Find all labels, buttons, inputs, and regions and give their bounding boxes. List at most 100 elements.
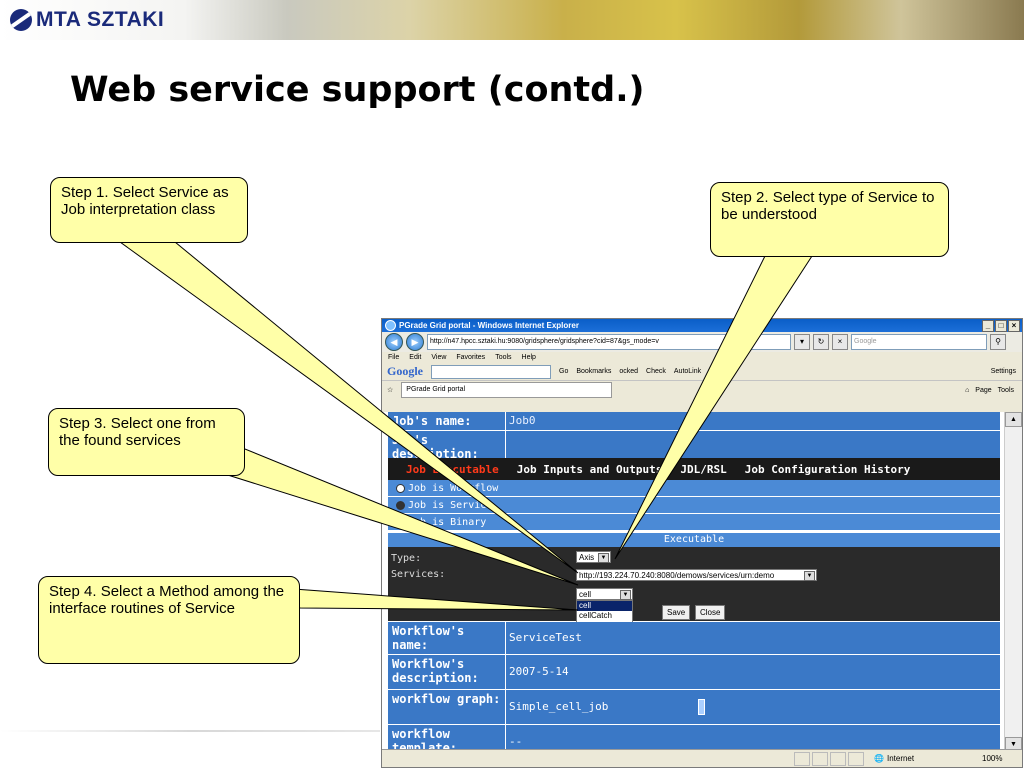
method-option[interactable]: cell [577,601,632,611]
method-select-value: cell [579,590,592,599]
ie-icon [385,320,396,331]
workflow-table: Workflow's name: ServiceTest Workflow's … [388,622,1000,752]
spell-check-button[interactable]: Check [646,368,666,375]
tab-jdl-rsl[interactable]: JDL/RSL [680,462,727,476]
status-segment [812,751,828,766]
forward-button[interactable]: ▶ [406,333,424,351]
zoom-level[interactable]: 100% [982,754,1003,763]
workflow-graph-cell: Simple_cell_job [506,690,1000,724]
sztaki-logo-icon [10,9,32,31]
search-input[interactable]: Google [851,334,987,350]
type-label: Type: [391,553,422,564]
radio-label: Job is Service [408,499,493,511]
method-select[interactable]: cell ▼ [576,588,633,600]
save-button[interactable]: Save [662,605,691,620]
job-name-row: Job's name: Job0 [388,412,1000,431]
step2-callout: Step 2. Select type of Service to be und… [710,182,949,257]
close-button[interactable]: Close [695,605,726,620]
menu-view[interactable]: View [431,354,447,361]
workflow-row: Workflow's name: ServiceTest [388,622,1000,655]
page-content: Job's name: Job0 Job's description: Job … [382,412,1005,752]
popup-blocked-label[interactable]: ocked [619,368,639,375]
status-segment [830,751,846,766]
radio-button[interactable] [396,517,405,527]
radio-button[interactable] [396,500,405,510]
scroll-up-icon[interactable]: ▲ [1005,412,1022,427]
step2-text: Step 2. Select type of Service to be und… [721,189,935,223]
menu-file[interactable]: File [388,354,400,361]
method-option[interactable]: cellCatch [579,611,612,620]
services-label: Services: [391,569,446,580]
chevron-down-icon[interactable]: ▼ [804,571,815,581]
refresh-icon[interactable]: ↻ [813,334,829,350]
vertical-scrollbar[interactable]: ▲ ▼ [1004,412,1022,752]
google-logo: Google [387,364,423,378]
close-window-button[interactable]: × [1008,320,1020,332]
workflow-graph-label: workflow graph: [388,690,506,724]
workflow-row: Workflow's description: 2007-5-14 [388,655,1000,690]
menu-edit[interactable]: Edit [409,354,422,361]
tab-job-io[interactable]: Job Inputs and Outputs [516,462,663,476]
tools-menu[interactable]: Tools [997,386,1014,394]
workflow-template-value: -- [509,735,523,748]
menu-favorites[interactable]: Favorites [456,354,486,361]
chevron-down-icon[interactable]: ▼ [620,590,631,600]
status-segment [848,751,864,766]
tab-job-executable[interactable]: Job Executable [406,462,499,476]
workflow-desc-label: Workflow's description: [388,655,506,689]
services-select[interactable]: http://193.224.70.240:8080/demows/servic… [576,569,817,581]
menu-help[interactable]: Help [521,354,536,361]
globe-icon: 🌐 [874,754,884,763]
radio-workflow[interactable]: Job is Workflow [388,480,1000,497]
minimize-button[interactable]: _ [982,320,994,332]
go-button[interactable]: Go [559,368,569,375]
favorites-star-icon[interactable]: ☆ [387,387,394,394]
stop-icon[interactable]: × [832,334,848,350]
browser-tab[interactable]: PGrade Grid portal [401,382,613,398]
browser-window: PGrade Grid portal - Windows Internet Ex… [381,318,1023,768]
security-zone[interactable]: 🌐 Internet [874,754,974,763]
chevron-down-icon[interactable]: ▼ [598,553,609,563]
back-button[interactable]: ◀ [385,333,403,351]
radio-service[interactable]: Job is Service [388,497,1000,514]
job-info-table: Job's name: Job0 Job's description: [388,412,1000,464]
google-toolbar: Google Go Bookmarks ocked Check AutoLink… [382,363,1022,380]
tab-label: PGrade Grid portal [406,386,466,393]
menu-tools[interactable]: Tools [495,354,512,361]
home-icon[interactable]: ⌂ [965,386,970,394]
menu-bar: File Edit View Favorites Tools Help [382,352,1022,363]
tab-job-history[interactable]: Job Configuration History [744,462,911,476]
google-search-box[interactable] [431,364,551,379]
job-type-radios: Job is Workflow Job is Service Job is Bi… [388,480,1000,531]
settings-button[interactable]: Settings [990,368,1016,375]
page-menu[interactable]: Page [975,386,992,394]
workflow-template-label: workflow template: [388,725,506,752]
status-bar: 🌐 Internet 100% [382,749,1022,767]
browser-titlebar: PGrade Grid portal - Windows Internet Ex… [382,319,1022,332]
search-icon[interactable]: ⚲ [990,334,1006,350]
bookmarks-button[interactable]: Bookmarks [576,368,612,375]
workflow-desc-value: 2007-5-14 [509,665,569,678]
type-select-value: Axis [579,553,595,562]
address-bar[interactable]: http://n47.hpcc.sztaki.hu:9080/gridspher… [427,334,791,350]
step4-text: Step 4. Select a Method among the interf… [49,583,285,617]
autofill-button[interactable]: AutoFill [709,368,733,375]
radio-binary[interactable]: Job is Binary [388,514,1000,531]
step1-text: Step 1. Select Service as Job interpreta… [61,184,229,218]
address-dropdown-icon[interactable]: ▾ [794,334,810,350]
maximize-button[interactable]: □ [995,320,1007,332]
graph-handle[interactable] [698,699,706,715]
radio-label: Job is Binary [408,516,487,528]
job-tabs: Job Executable Job Inputs and Outputs JD… [388,458,1000,480]
address-text: http://n47.hpcc.sztaki.hu:9080/gridspher… [430,338,659,345]
autolink-button[interactable]: AutoLink [673,368,702,375]
scroll-down-icon[interactable]: ▼ [1005,737,1022,752]
step3-text: Step 3. Select one from the found servic… [59,415,216,449]
workflow-row: workflow graph: Simple_cell_job [388,690,1000,725]
type-select[interactable]: Axis ▼ [576,551,611,563]
command-bar: ⌂ Page Tools [965,387,1014,394]
zone-label: Internet [886,754,915,763]
window-controls: _ □ × [982,320,1020,332]
sztaki-logo: MTA SZTAKI [10,8,164,32]
radio-button[interactable] [396,483,405,493]
